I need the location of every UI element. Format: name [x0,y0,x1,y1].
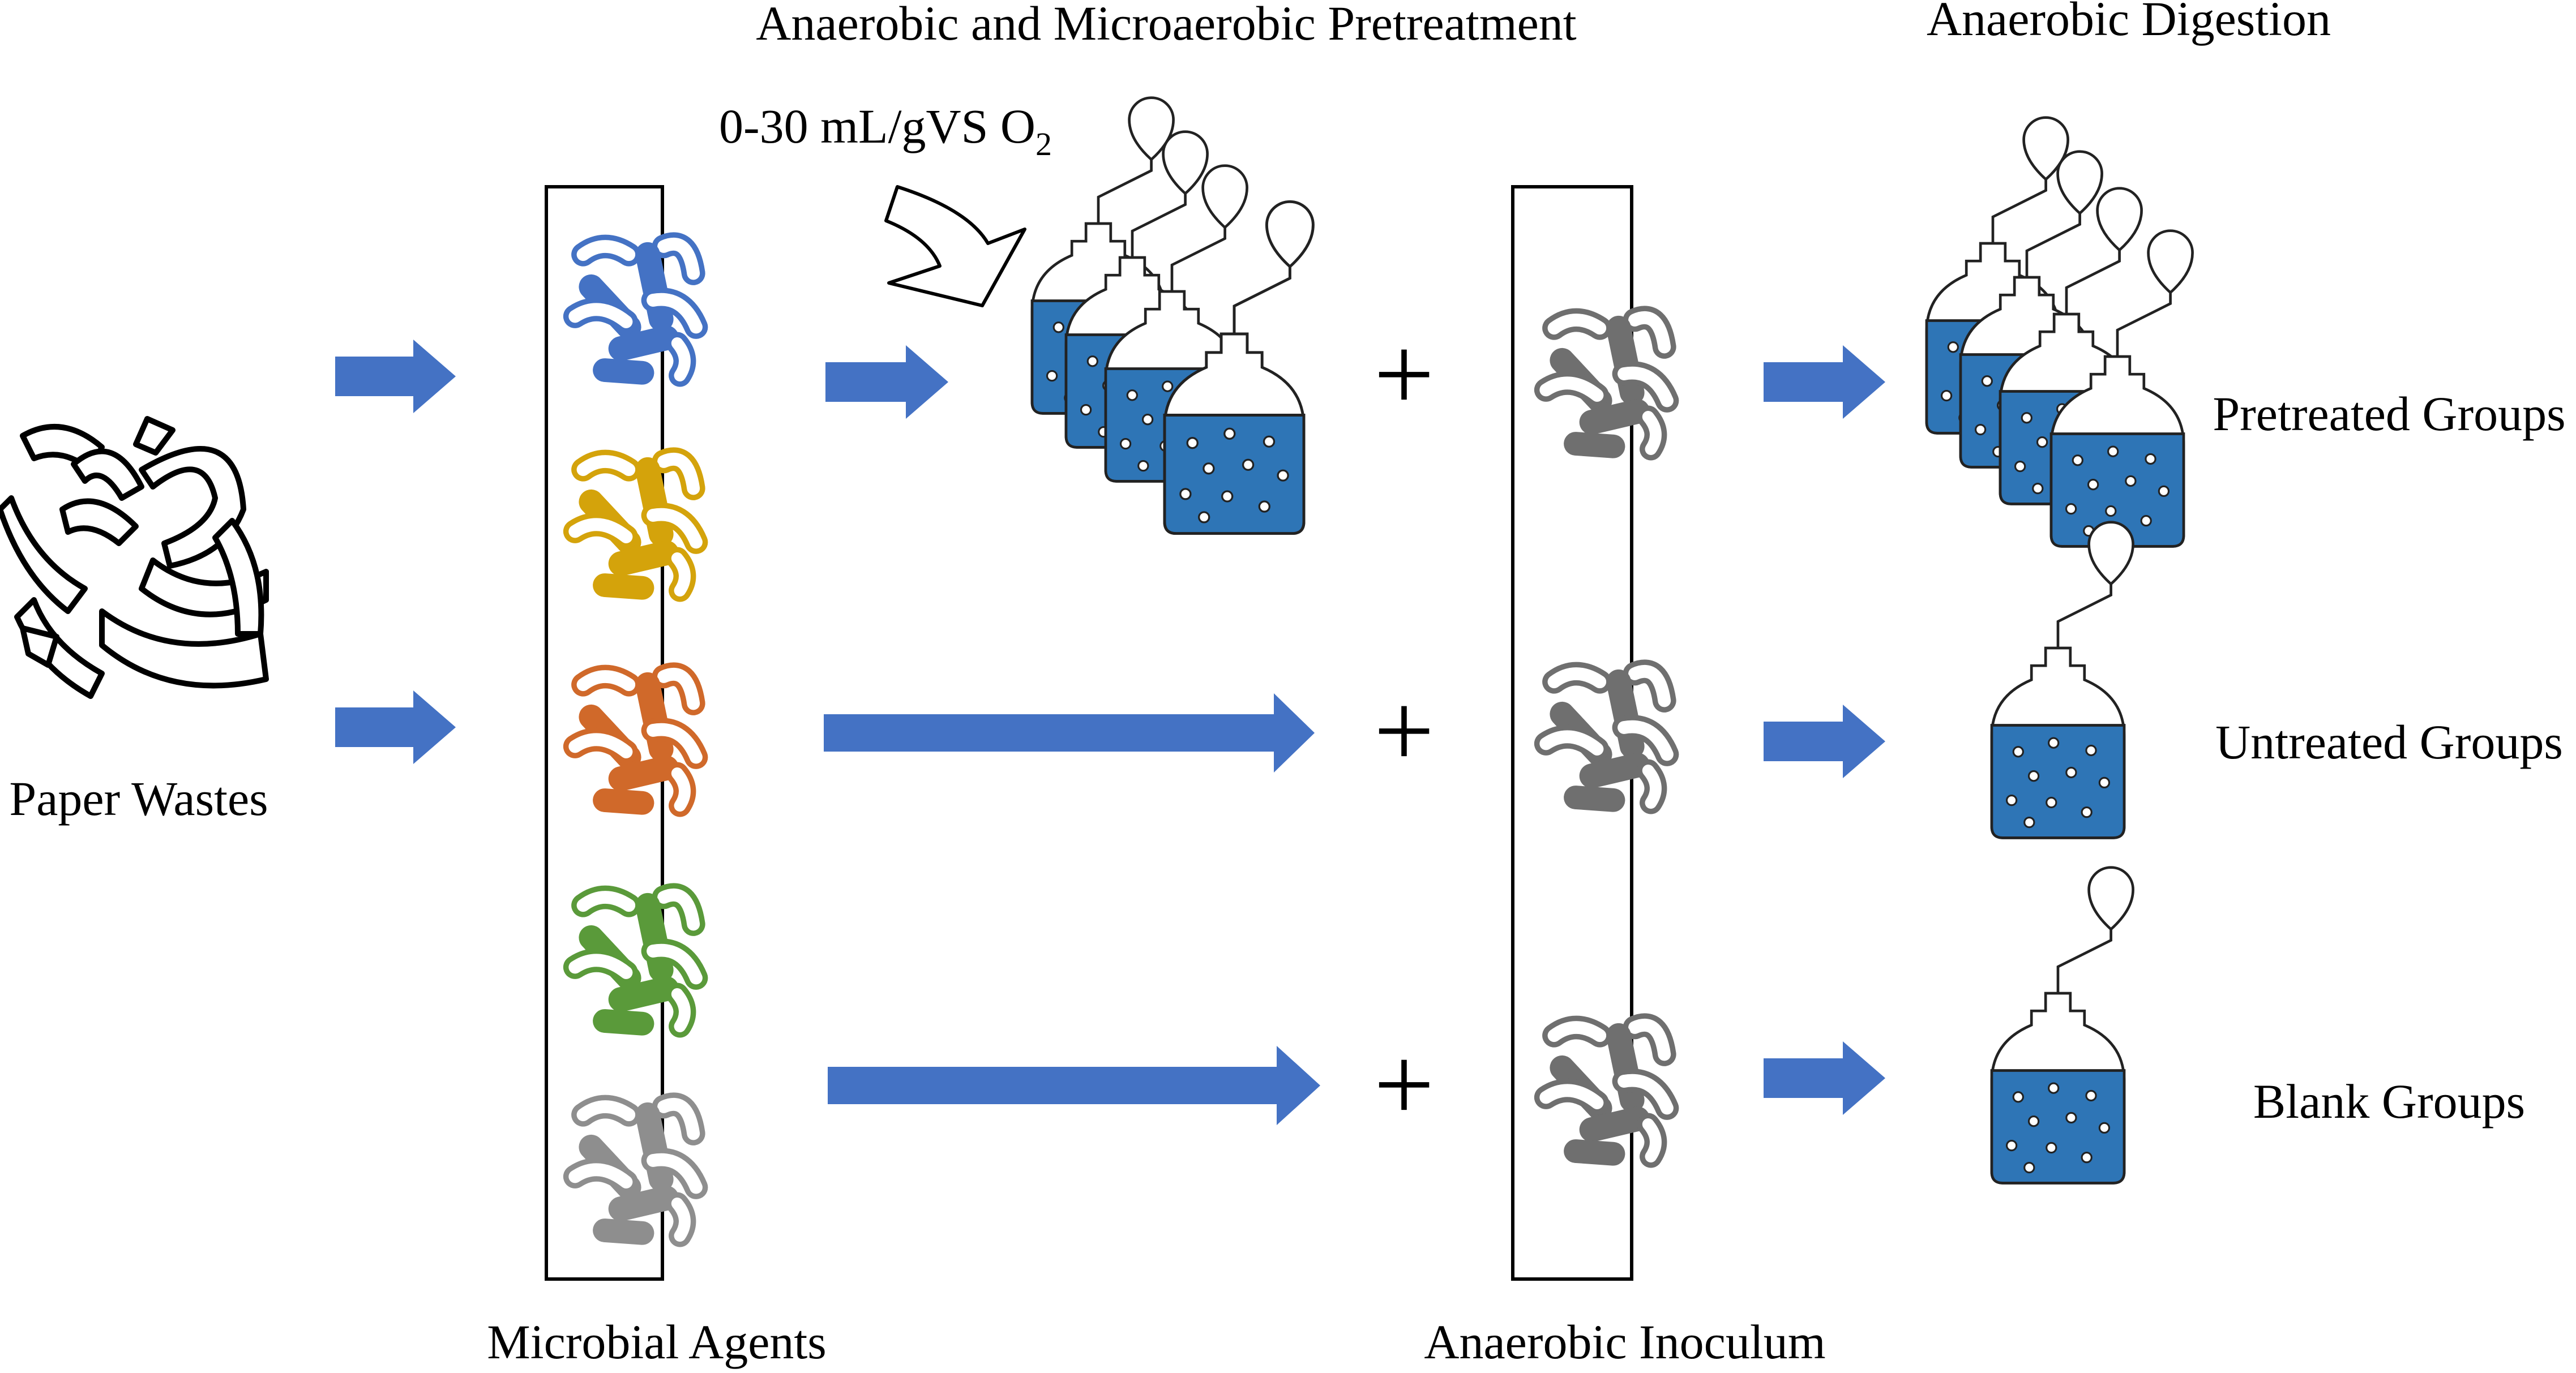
arrow-wastes-to-agents [335,340,456,413]
arrow-wastes-to-untreated [335,690,456,764]
arrow-inoculum-to-untreated-digestion [1764,705,1885,778]
microbial-agents-label: Microbial Agents [487,1315,827,1369]
arrow-inoculum-to-blank-digestion [1764,1041,1885,1115]
paper-wastes-icon [0,416,269,699]
group-label-untreated: Untreated Groups [2215,715,2563,769]
paper-wastes-label: Paper Wastes [9,771,268,826]
digestion-bottles-pretreated [1927,118,2193,547]
anaerobic-inoculum-label: Anaerobic Inoculum [1424,1315,1825,1369]
inoculum-icon-pretreated [1546,317,1667,449]
group-label-pretreated: Pretreated Groups [2213,387,2565,441]
arrow-agents-to-pretreatment [825,345,948,419]
oxygen-dose-label: 0-30 mL/gVS O2 [719,99,1052,162]
digestion-header: Anaerobic Digestion [1927,0,2331,46]
agent-orange-icon [575,674,696,805]
agent-blue-icon [575,244,696,375]
group-label-blank: Blank Groups [2253,1074,2525,1129]
inoculum-icon-untreated [1546,671,1667,803]
inoculum-icon-blank [1546,1025,1667,1156]
digestion-bottle-blank [1992,868,2133,1183]
agent-gray-icon [575,1104,696,1235]
plus-operator-blank: + [1373,1026,1434,1144]
arrow-untreated-to-plus [824,693,1315,773]
pretreatment-bottles [1032,98,1313,534]
arrow-inoculum-to-pretreated-digestion [1764,345,1885,419]
oxygen-dose-prefix: 0-30 mL/gVS O [719,99,1035,153]
agent-yellow-icon [575,459,696,590]
digestion-bottle-untreated [1992,522,2133,838]
pretreatment-header: Anaerobic and Microaerobic Pretreatment [756,0,1577,50]
oxygen-subscript: 2 [1035,126,1052,162]
arrow-blank-to-plus [828,1046,1320,1125]
plus-operator-untreated: + [1373,672,1434,791]
oxygen-curved-arrow [884,185,1026,307]
agent-green-icon [575,895,696,1026]
plus-operator-pretreated: + [1373,315,1434,434]
